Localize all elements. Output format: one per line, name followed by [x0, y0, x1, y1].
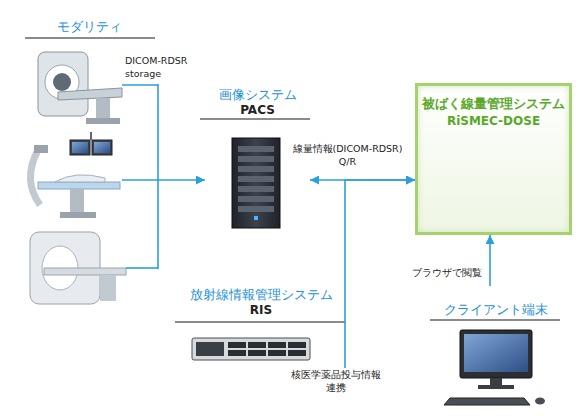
drive-slot — [228, 350, 246, 356]
system-node: 放射線情報管理システムRIS — [172, 283, 350, 368]
pc-stand — [490, 378, 502, 386]
angiography-illustration — [30, 132, 120, 218]
angio-table — [38, 182, 120, 189]
client-pc-illustration — [444, 330, 545, 405]
drive-slot — [268, 350, 286, 356]
node-subheading: RiSMEC-DOSE — [418, 114, 569, 128]
ct-gantry — [38, 52, 88, 116]
node-heading: 画像システム — [205, 87, 310, 104]
drive-bay — [238, 186, 274, 192]
ct-scanner-illustration — [38, 52, 122, 124]
mri-pedestal — [100, 275, 116, 301]
system-node: 画像システムPACS — [205, 83, 310, 233]
monitor — [70, 140, 90, 155]
node-subheading: RIS — [172, 303, 350, 317]
drive-slot — [288, 350, 306, 356]
drive-slot — [248, 342, 266, 348]
server-tower-illustration — [232, 138, 280, 228]
pc-stand-base — [478, 385, 514, 389]
angio-base — [60, 212, 96, 218]
heading-underline — [25, 37, 155, 39]
drive-slot — [288, 342, 306, 348]
c-arm — [30, 150, 40, 205]
drive-bay — [238, 206, 274, 212]
drive-bay — [238, 176, 274, 182]
connector-arrow — [158, 179, 205, 181]
branch-line — [122, 179, 158, 181]
branch-line — [122, 84, 158, 86]
drive-bay — [238, 166, 274, 172]
drive-slot — [268, 342, 286, 348]
connector-label: ブラウザで閲覧 — [412, 266, 486, 279]
angio-pedestal — [70, 189, 84, 213]
mri-table — [44, 268, 126, 275]
ct-bore — [53, 73, 71, 91]
pc-monitor — [460, 330, 532, 378]
ct-pedestal — [96, 98, 110, 120]
connector-label: DICOM-RDSR storage — [125, 54, 195, 80]
connector-arrow — [489, 235, 491, 286]
heading-underline — [200, 118, 310, 120]
system-node: 被ばく線量管理システムRiSMEC-DOSE — [415, 83, 572, 235]
node-heading: クライアント端末 — [428, 302, 563, 319]
status-light — [254, 216, 258, 220]
ct-table — [58, 88, 122, 100]
tower-body — [232, 138, 280, 228]
connector-label: 核医学薬品投与情報 連携 — [290, 368, 382, 394]
heading-underline — [430, 319, 560, 321]
patient — [55, 175, 105, 182]
connector-arrow — [310, 179, 415, 181]
node-heading: 放射線情報管理システム — [172, 287, 350, 304]
monitor — [92, 140, 112, 155]
connector-label: 線量情報(DICOM-RDSR) Q/R — [290, 142, 405, 168]
pc-keyboard — [444, 398, 530, 405]
monitor-screen — [72, 142, 88, 153]
node-heading: 被ばく線量管理システム — [418, 96, 569, 113]
system-node: クライアント端末 — [428, 300, 563, 410]
drive-bay — [238, 156, 274, 162]
drive-bay — [238, 146, 274, 152]
drive-slot — [248, 350, 266, 356]
pc-screen — [464, 334, 528, 372]
drive-bay — [238, 196, 274, 202]
rack-panel — [196, 342, 224, 356]
monitor-screen — [94, 142, 110, 153]
rack-server-illustration — [192, 338, 310, 360]
pc-mouse — [535, 398, 545, 405]
ct-base — [86, 118, 120, 124]
monitor-arm — [90, 132, 92, 140]
branch-line — [157, 84, 159, 269]
node-heading: モダリティ — [20, 18, 158, 36]
heading-underline — [175, 321, 345, 323]
mri-illustration — [30, 232, 126, 304]
node-subheading: PACS — [205, 103, 310, 117]
c-arm-head — [34, 145, 48, 153]
branch-line — [126, 267, 158, 269]
rack-body — [192, 338, 310, 360]
connector-arrow — [345, 180, 415, 368]
drive-slot — [228, 342, 246, 348]
